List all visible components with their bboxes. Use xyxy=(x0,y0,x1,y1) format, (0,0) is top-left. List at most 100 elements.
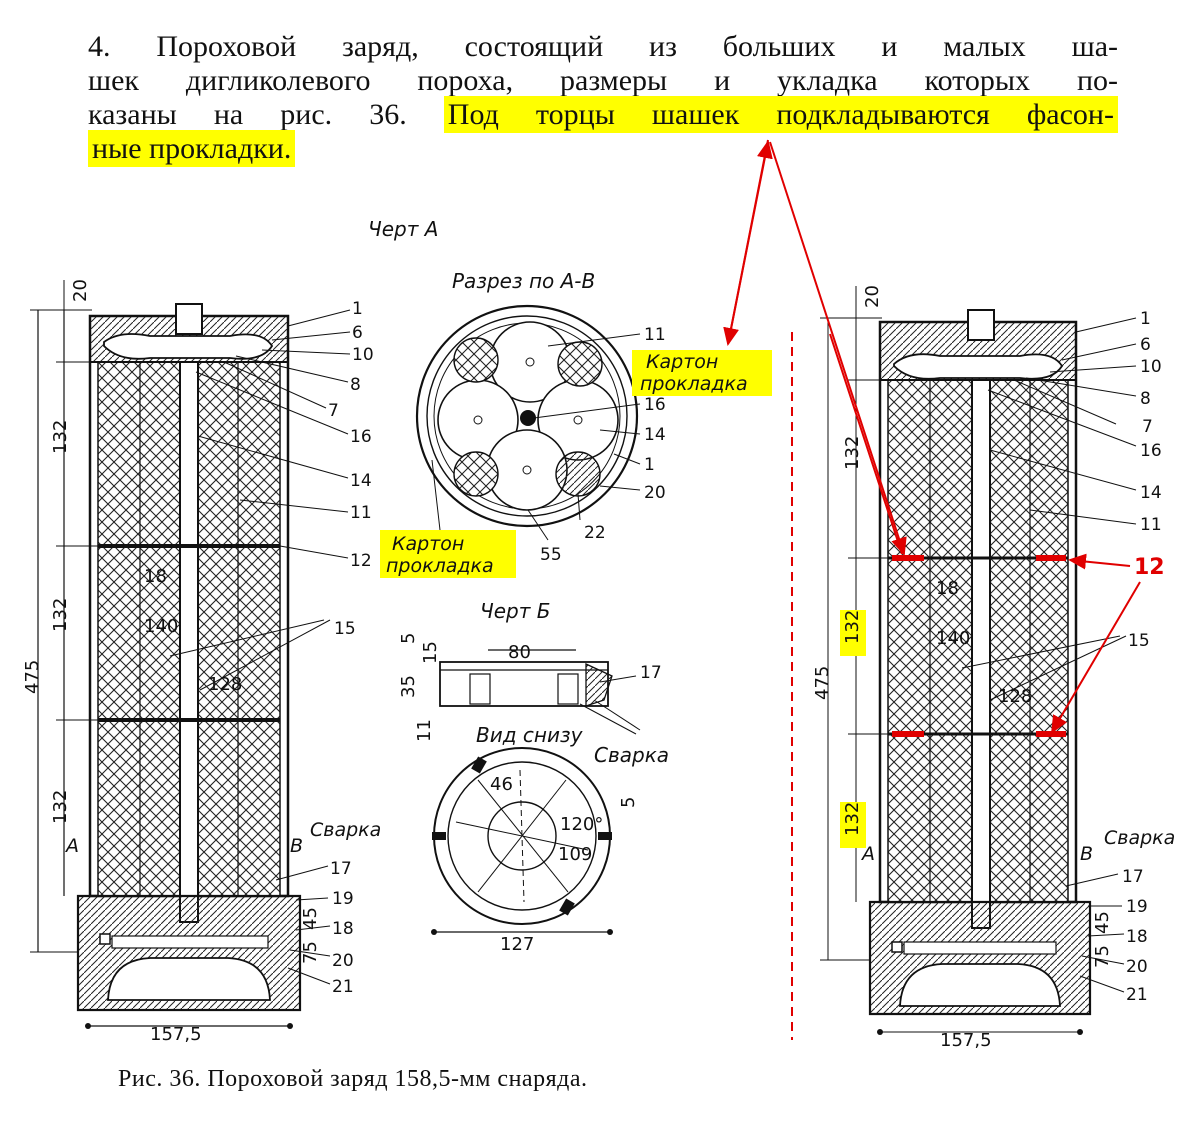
bottom-dim-109: 109 xyxy=(558,844,592,865)
center-part-1: 1 xyxy=(644,455,655,475)
right-part-17: 17 xyxy=(1122,867,1144,887)
right-dim-45: 45 xyxy=(1092,911,1113,934)
center-part-11: 11 xyxy=(644,325,666,345)
left-dim-157-5: 157,5 xyxy=(150,1024,202,1045)
highlighted-text-2: ные прокладки. xyxy=(88,130,296,167)
right-dim-475: 475 xyxy=(812,666,833,700)
bottom-dim-5: 5 xyxy=(618,797,639,808)
chert-b-profile xyxy=(439,649,613,707)
chert-b-dim-80: 80 xyxy=(508,642,531,663)
left-part-19: 19 xyxy=(332,889,354,909)
right-dim-75: 75 xyxy=(1092,945,1113,968)
right-part-19: 19 xyxy=(1126,897,1148,917)
intro-paragraph: 4. Пороховой заряд, состоящий из больших… xyxy=(88,30,1118,167)
small-grain-1 xyxy=(453,337,499,383)
chert-b-title: Черт Б xyxy=(480,599,550,623)
left-section-view xyxy=(76,303,302,1012)
arrow-to-right-gasket-2 xyxy=(829,333,903,555)
left-base-gasket xyxy=(111,935,269,949)
annotation-karton-1-line1: Картон xyxy=(646,351,718,373)
right-dim-132-mid: 132 xyxy=(842,610,863,644)
left-top-plug xyxy=(175,303,203,335)
right-dim-132-bot: 132 xyxy=(842,802,863,836)
chert-b-part-17: 17 xyxy=(640,663,662,683)
paragraph-line-1: 4. Пороховой заряд, состоящий из больших… xyxy=(88,30,1118,63)
left-part-17: 17 xyxy=(330,859,352,879)
right-part-1: 1 xyxy=(1140,309,1151,329)
left-part-21: 21 xyxy=(332,977,354,997)
left-dim-20: 20 xyxy=(70,279,91,302)
left-part-14: 14 xyxy=(350,471,372,491)
left-part-6: 6 xyxy=(352,323,363,343)
center-part-16: 16 xyxy=(644,395,666,415)
bottom-dim-127: 127 xyxy=(500,934,534,955)
right-section-mark-b: В xyxy=(1080,843,1093,865)
chert-b-dim-35: 35 xyxy=(398,675,419,698)
right-section-mark-a: А xyxy=(860,843,875,865)
left-part-10: 10 xyxy=(352,345,374,365)
left-part-16: 16 xyxy=(350,427,372,447)
annotation-karton-1-line2: прокладка xyxy=(640,373,748,395)
right-part-11: 11 xyxy=(1140,515,1162,535)
right-part-15: 15 xyxy=(1128,631,1150,651)
right-dim-132-bot-highlight xyxy=(840,802,866,848)
left-top-cavity xyxy=(103,333,274,360)
small-grain-2 xyxy=(557,341,603,387)
right-welding-label: Сварка xyxy=(1104,827,1175,849)
right-part-7: 7 xyxy=(1142,417,1153,437)
left-leaders xyxy=(169,309,351,985)
left-central-tube xyxy=(179,361,199,923)
left-dim-140: 140 xyxy=(144,616,178,637)
left-part-20: 20 xyxy=(332,951,354,971)
figure-caption: Рис. 36. Пороховой заряд 158,5-мм снаряд… xyxy=(118,1066,588,1092)
left-part-7: 7 xyxy=(328,401,339,421)
center-part-20: 20 xyxy=(644,483,666,503)
left-dim-475: 475 xyxy=(22,660,43,694)
paragraph-line-3: казаны на рис. 36. Под торцы шашек подкл… xyxy=(88,96,1118,133)
left-part-18: 18 xyxy=(332,919,354,939)
left-section-mark-b: В xyxy=(290,835,303,857)
left-dimensions xyxy=(30,280,293,1029)
arrow-to-text xyxy=(727,140,773,345)
annotation-karton-2-line2: прокладка xyxy=(386,555,494,577)
bottom-dim-120: 120° xyxy=(560,814,603,835)
left-section-mark-a: А xyxy=(64,835,79,857)
right-dim-18: 18 xyxy=(936,578,959,599)
bottom-dim-46: 46 xyxy=(490,774,513,795)
left-dim-132-mid: 132 xyxy=(50,598,71,632)
paragraph-line-3-plain: казаны на рис. 36. xyxy=(88,98,444,131)
chert-a-title: Черт А xyxy=(368,217,438,241)
left-dim-128: 128 xyxy=(208,674,242,695)
right-part-16: 16 xyxy=(1140,441,1162,461)
right-dim-132-top: 132 xyxy=(842,436,863,470)
annotation-karton-1-box xyxy=(632,350,772,396)
paragraph-line-4: ные прокладки. xyxy=(88,130,1118,167)
red-gaskets xyxy=(892,555,1066,737)
left-base-square xyxy=(99,933,111,945)
right-part-20: 20 xyxy=(1126,957,1148,977)
large-grain-bottom xyxy=(486,429,568,511)
center-part-14: 14 xyxy=(644,425,666,445)
right-part-18: 18 xyxy=(1126,927,1148,947)
arrow-12-upper xyxy=(1068,553,1131,570)
right-dim-140: 140 xyxy=(936,628,970,649)
annotation-karton-2-line1: Картон xyxy=(392,533,464,555)
right-part-8: 8 xyxy=(1140,389,1151,409)
small-grain-4 xyxy=(555,451,601,497)
left-dim-75: 75 xyxy=(300,941,321,964)
right-dim-132-mid-highlight xyxy=(840,610,866,656)
left-dim-18: 18 xyxy=(144,566,167,587)
right-section-view xyxy=(868,309,1092,1016)
chert-b-welding: Сварка xyxy=(594,743,669,767)
right-dim-157-5: 157,5 xyxy=(940,1030,992,1051)
highlighted-text-1: Под торцы шашек подкладываются фасон- xyxy=(443,96,1118,133)
right-dim-20: 20 xyxy=(862,285,883,308)
left-part-8: 8 xyxy=(350,375,361,395)
small-grain-3 xyxy=(453,451,499,497)
left-part-12: 12 xyxy=(350,551,372,571)
section-ab-title: Разрез по А-В xyxy=(452,269,595,293)
bottom-view-title: Вид снизу xyxy=(476,723,584,747)
right-part-6: 6 xyxy=(1140,335,1151,355)
left-part-1: 1 xyxy=(352,299,363,319)
